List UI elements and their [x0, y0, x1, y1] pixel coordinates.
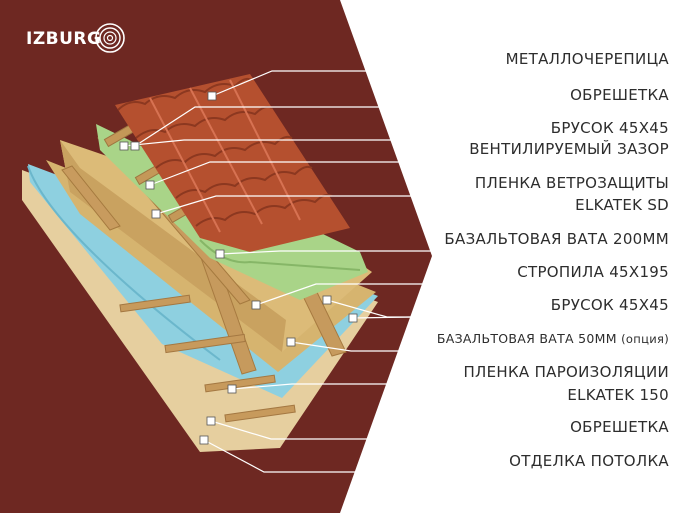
callout-marker	[348, 313, 358, 323]
callout-line	[352, 316, 668, 319]
callout-marker	[151, 209, 161, 219]
callout-line	[123, 139, 668, 147]
callout-marker	[207, 91, 217, 101]
label-wind-film: ПЛЕНКА ВЕТРОЗАЩИТЫ	[474, 174, 669, 192]
callout-marker	[130, 141, 140, 151]
callout-marker	[322, 295, 332, 305]
label-ventilated-gap: ВЕНТИЛИРУЕМЫЙ ЗАЗОР	[469, 140, 669, 158]
label-battens-bottom: ОБРЕШЕТКА	[570, 418, 669, 436]
callout-line	[203, 439, 668, 473]
label-metal-tile: МЕТАЛЛОЧЕРЕПИЦА	[505, 50, 669, 68]
metal-tile-layer	[115, 74, 350, 252]
lower-battens	[119, 294, 296, 423]
callout-marker	[251, 300, 261, 310]
label-counter-batten: БРУСОК 45Х45	[550, 119, 669, 137]
callout-line	[134, 106, 668, 147]
callout-marker	[145, 180, 155, 190]
callout-line	[211, 70, 668, 97]
callout-line	[210, 420, 668, 440]
label-vapor-film-brand: ELKATEK 150	[567, 386, 669, 404]
callout-line	[231, 383, 668, 390]
callout-marker	[199, 435, 209, 445]
label-optional-note: (опция)	[621, 332, 669, 346]
callout-marker	[227, 384, 237, 394]
rafters	[199, 251, 347, 375]
label-vapor-film: ПЛЕНКА ПАРОИЗОЛЯЦИИ	[463, 363, 669, 381]
callout-lines	[123, 70, 668, 473]
callout-line	[219, 250, 668, 255]
callout-marker	[119, 141, 129, 151]
label-battens-top: ОБРЕШЕТКА	[570, 86, 669, 104]
wood-rings-icon	[95, 23, 125, 53]
callout-marker	[206, 416, 216, 426]
label-rafters: СТРОПИЛА 45Х195	[517, 263, 669, 281]
callout-marker	[215, 249, 225, 259]
label-ceiling-finish: ОТДЕЛКА ПОТОЛКА	[509, 452, 669, 470]
callout-line	[149, 161, 668, 186]
label-insulation-200: БАЗАЛЬТОВАЯ ВАТА 200ММ	[444, 230, 669, 248]
callout-line	[255, 283, 668, 306]
callout-marker	[286, 337, 296, 347]
callout-markers	[119, 91, 358, 445]
label-insulation-50: БАЗАЛЬТОВАЯ ВАТА 50ММ (опция)	[436, 331, 669, 346]
label-batten-45: БРУСОК 45Х45	[550, 296, 669, 314]
label-wind-film-brand: ELKATEK SD	[575, 196, 669, 214]
callout-line	[290, 341, 668, 352]
brand-logo-text: IZBURG	[26, 29, 102, 49]
callout-line	[155, 195, 668, 215]
